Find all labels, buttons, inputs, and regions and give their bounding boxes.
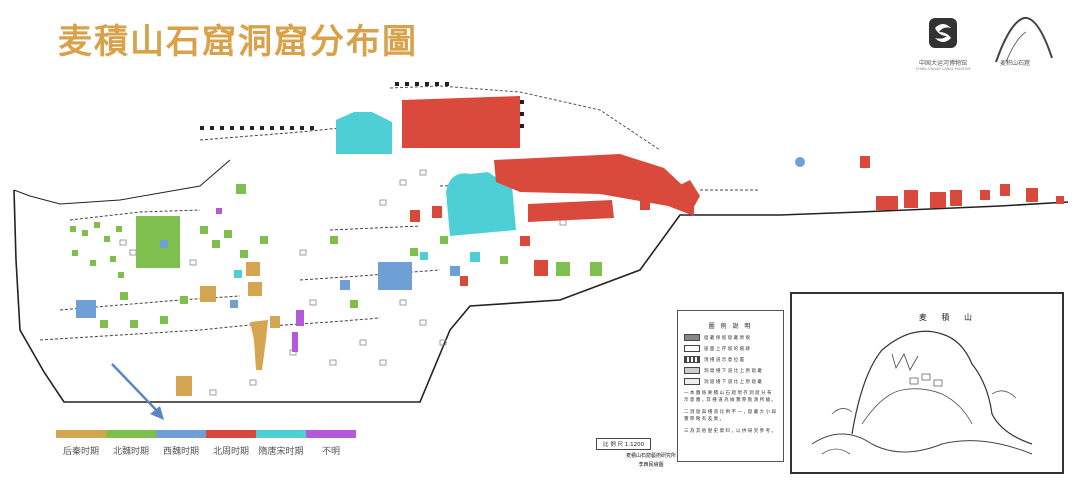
sketch-title: 麦 積 山 xyxy=(918,313,978,322)
direction-arrow xyxy=(111,363,164,420)
notes-row: 現 棧 道 示 意 位 置 xyxy=(684,356,777,363)
period-legend: 后秦时期 北魏时期 西魏时期 北周时期 隋唐宋时期 不明 xyxy=(56,430,356,457)
notes-row: 窟 龕 保 留 窟 龕 原 貌 xyxy=(684,334,777,341)
museum-emblem-icon xyxy=(929,18,957,48)
later-qin-caves xyxy=(176,262,280,396)
legend-item-western-wei: 西魏时期 xyxy=(156,430,206,457)
mountain-sketch-icon xyxy=(811,330,1033,455)
grand-canal-museum-logo: 中国大运河博物馆 CHINA GRAND CANAL MUSEUM xyxy=(912,16,974,71)
notes-paragraph: 三 為 其 他 歷 史 資 料 ，以 供 研 究 參 考 。 xyxy=(684,429,777,434)
map-title: 麦積山石窟洞窟分布圖 xyxy=(58,22,418,62)
notes-row: 洞 窟 棧 下 道 比 上 原 窟 龕 xyxy=(684,378,777,385)
maijishan-name: 麦积山石窟 xyxy=(1000,60,1031,67)
notes-row: 洞 窟 棧 下 道 比 上 原 窟 龕 xyxy=(684,367,777,374)
legend-item-unknown: 不明 xyxy=(306,430,356,457)
museum-name: 中国大运河博物馆 xyxy=(918,60,967,67)
unknown-period-caves xyxy=(216,208,304,352)
notes-title: 圖 例 說 明 xyxy=(708,323,753,330)
museum-name-en: CHINA GRAND CANAL MUSEUM xyxy=(915,67,971,71)
mountain-emblem-icon xyxy=(995,16,1053,63)
map-credit: 麦積山石窟藝術研究所 李西民繪圖 xyxy=(626,453,677,468)
notes-paragraph: 一 本 圖 係 麥 積 山 石 窟 現 存 洞 窟 分 布 示 意 圖 ，其 棧… xyxy=(684,391,777,403)
northern-wei-caves xyxy=(70,184,602,328)
legend-item-northern-wei: 北魏时期 xyxy=(106,430,156,457)
western-wei-caves xyxy=(76,240,460,318)
map-scale: 比 例 尺 1:1200 xyxy=(596,438,652,450)
legend-item-northern-zhou: 北周时期 xyxy=(206,430,256,457)
legend-notes-box: 圖 例 說 明 窟 龕 保 留 窟 龕 原 貌 崖 面 上 存 留 的 痕 跡 … xyxy=(677,310,784,462)
cliff-outline xyxy=(13,189,1069,403)
notes-row: 崖 面 上 存 留 的 痕 跡 xyxy=(684,345,777,352)
legend-item-sui-tang-song: 隋唐宋时期 xyxy=(256,430,306,457)
maijishan-logo: 麦积山石窟 xyxy=(990,12,1070,76)
legend-item-later-qin: 后秦时期 xyxy=(56,430,106,457)
sui-tang-song-caves xyxy=(234,112,516,278)
mountain-sketch-box: 麦 積 山 xyxy=(790,292,1064,474)
northern-zhou-caves xyxy=(402,96,1064,286)
notes-paragraph: 二 洞 窟 與 棧 道 比 例 不 一 ，窟 龕 大 小 與 實 際 略 有 差… xyxy=(684,410,777,422)
